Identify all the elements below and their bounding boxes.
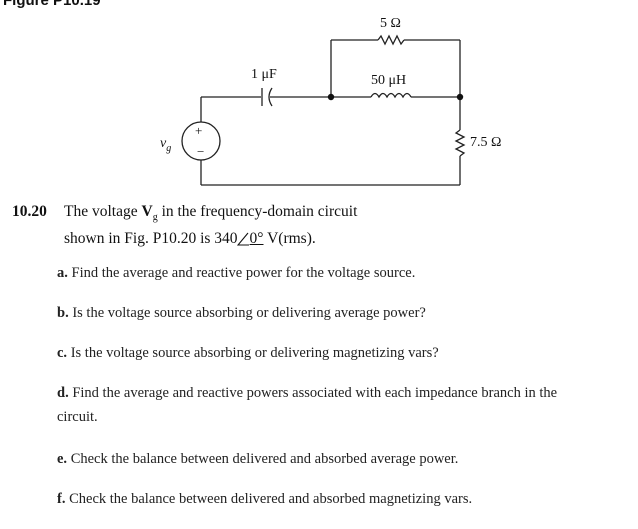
node-dot-right [456, 93, 464, 101]
source-minus-sign: − [197, 144, 204, 159]
question-b: b. Is the voltage source absorbing or de… [57, 305, 426, 321]
problem-number: 10.20 [12, 203, 47, 220]
capacitor-label: 1 μF [251, 67, 277, 82]
node-dot-left [327, 93, 335, 101]
voltage-source-symbol [181, 121, 221, 161]
resistor-7-5-symbol [454, 129, 466, 157]
question-a: a. Find the average and reactive power f… [57, 265, 416, 281]
source-label: vg [160, 136, 171, 154]
inductor-label: 50 μH [371, 73, 406, 88]
resistor-top-label: 5 Ω [380, 16, 401, 31]
question-d: d. Find the average and reactive powers … [57, 385, 558, 425]
question-e: e. Check the balance between delivered a… [57, 451, 459, 467]
source-plus-sign: + [195, 123, 202, 138]
question-c: c. Is the voltage source absorbing or de… [57, 345, 439, 361]
question-f: f. Check the balance between delivered a… [57, 491, 473, 507]
capacitor-plate-right [268, 87, 273, 107]
voltage-variable: V [141, 203, 153, 220]
figure-label: Figure P10.19 [3, 0, 101, 9]
inductor-symbol [370, 92, 412, 99]
circuit-diagram: 5 Ω 1 μF 50 μH 7.5 Ω + − vg [160, 16, 501, 186]
resistor-5-symbol [377, 34, 405, 46]
angle-value: 0° [249, 230, 264, 248]
resistor-right-label: 7.5 Ω [470, 135, 501, 150]
